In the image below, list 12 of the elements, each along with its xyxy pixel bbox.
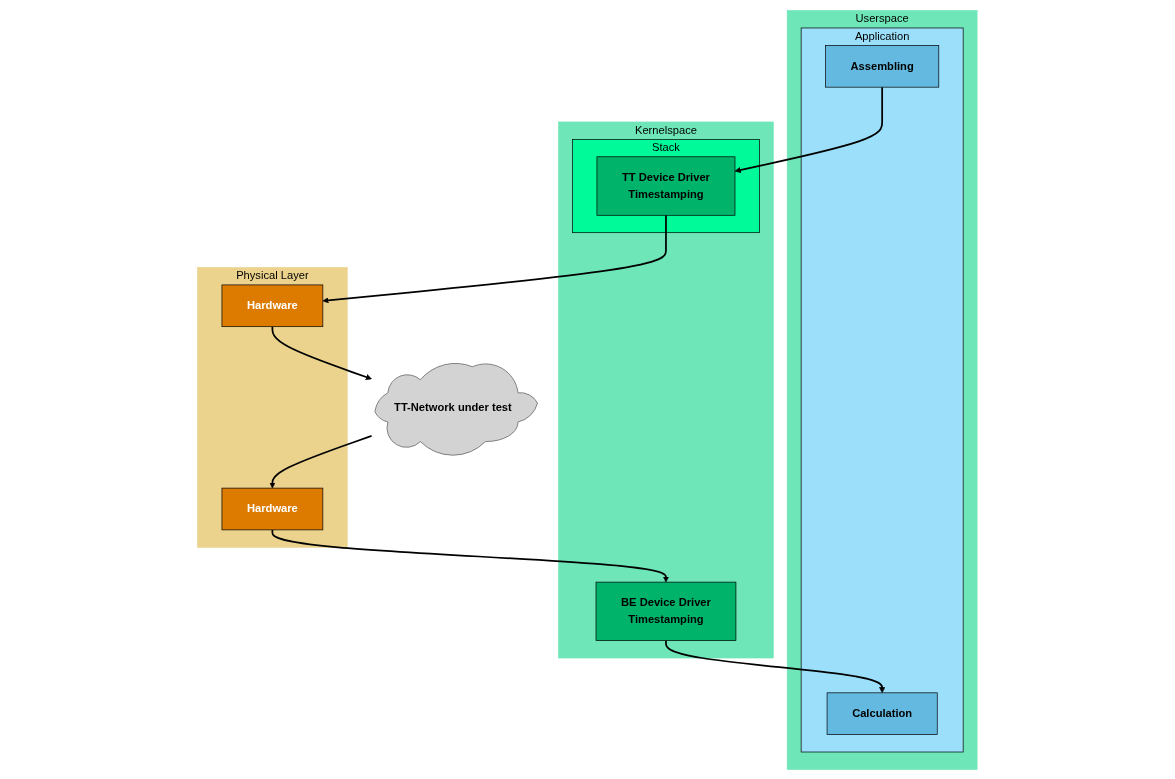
arrow [322, 213, 667, 303]
node-box: Hardware [221, 284, 324, 327]
node-box: Assembling [825, 44, 940, 87]
arrow [734, 85, 884, 173]
arrow [271, 325, 373, 380]
node-box: Hardware [221, 487, 324, 530]
node-box: BE Device Driver Timestamping [595, 581, 737, 641]
node-box: Calculation [826, 691, 938, 735]
node-box: TT Device Driver Timestamping [596, 155, 736, 216]
arrow [665, 639, 886, 693]
arrow [269, 434, 373, 488]
arrow [271, 528, 670, 582]
